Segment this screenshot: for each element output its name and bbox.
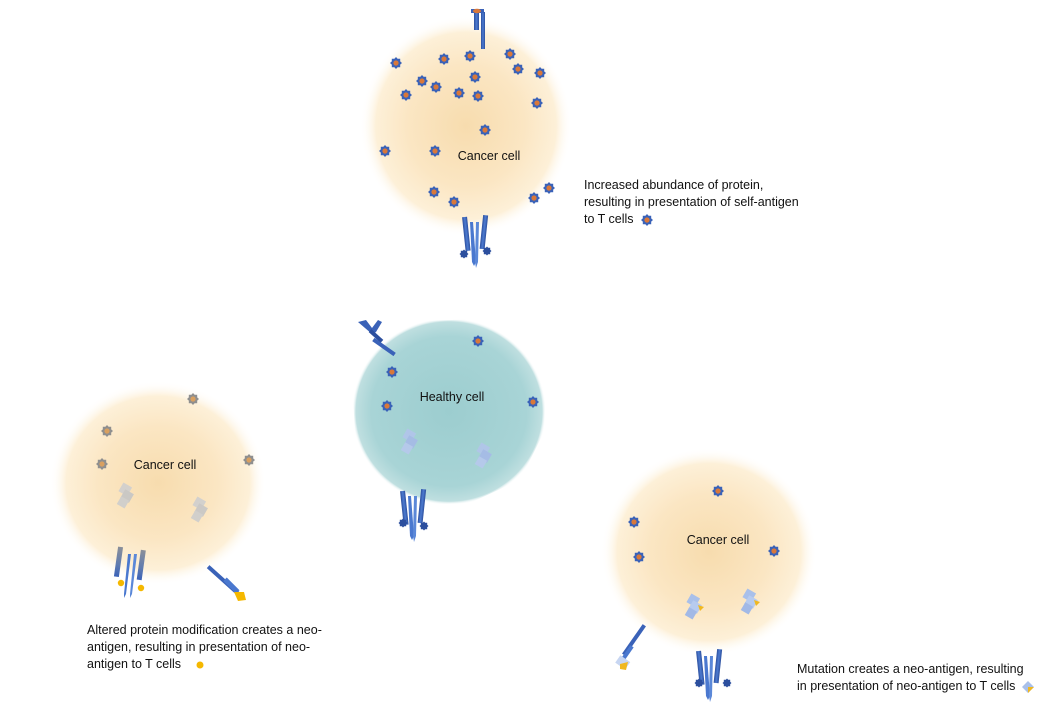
t-cell-receptor-right <box>694 648 732 702</box>
modified-antigen-icon <box>196 661 204 669</box>
mhc-receptor-top <box>471 8 485 49</box>
t-cell-receptor-left <box>113 546 146 598</box>
cancer-cell-right: Cancer cell <box>601 448 817 702</box>
caption-line: Mutation creates a neo-antigen, resultin… <box>797 662 1024 676</box>
caption-line-with-icon: antigen to T cells <box>87 656 322 673</box>
caption-line: antigen to T cells <box>87 657 182 671</box>
caption-line: resulting in presentation of self-antige… <box>584 195 799 209</box>
cancer-cell-top: Cancer cell <box>360 8 572 268</box>
self-antigen-icon <box>640 213 653 226</box>
caption-self-antigen: Increased abundance of protein, resultin… <box>584 177 799 228</box>
caption-line: in presentation of neo-antigen to T cell… <box>797 679 1016 693</box>
cancer-cell-right-body <box>601 448 817 656</box>
caption-line: Increased abundance of protein, <box>584 178 764 192</box>
cancer-cell-left: Cancer cell <box>50 381 266 601</box>
cancer-cell-right-label: Cancer cell <box>687 533 750 547</box>
caption-line-with-icon: in presentation of neo-antigen to T cell… <box>797 678 1035 695</box>
caption-line-with-icon: to T cells <box>584 211 799 228</box>
cancer-cell-left-label: Cancer cell <box>134 458 197 472</box>
caption-mutation: Mutation creates a neo-antigen, resultin… <box>797 661 1035 695</box>
mhc-receptor-healthy <box>358 320 396 357</box>
mutated-antigen-icon <box>1022 680 1035 693</box>
cancer-cell-left-body <box>50 381 266 585</box>
caption-line: antigen, resulting in presentation of ne… <box>87 640 311 654</box>
caption-line: Altered protein modification creates a n… <box>87 623 322 637</box>
cancer-cell-top-body <box>360 16 572 236</box>
healthy-cell-label: Healthy cell <box>420 390 485 404</box>
caption-line: to T cells <box>584 212 634 226</box>
cancer-cell-top-label: Cancer cell <box>458 149 521 163</box>
mhc-receptor-left <box>206 565 246 601</box>
caption-modification: Altered protein modification creates a n… <box>87 622 322 673</box>
mhc-receptor-right <box>615 624 646 670</box>
healthy-cell: Healthy cell <box>352 318 546 542</box>
healthy-cell-body <box>352 318 546 505</box>
